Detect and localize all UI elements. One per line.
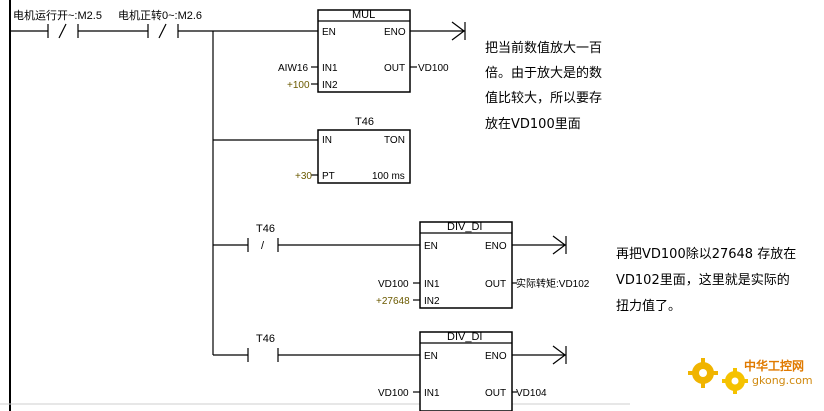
mul-in1-value: AIW16 xyxy=(278,63,308,74)
svg-text:再把VD100除以27648 存放在: 再把VD100除以27648 存放在 xyxy=(616,247,796,262)
mul-in2-value: +100 xyxy=(287,80,310,91)
div2-in1-value: VD100 xyxy=(378,388,409,399)
watermark-site: gkong.com xyxy=(752,374,813,387)
nc-slash: / xyxy=(261,240,265,252)
mul-out-value: VD100 xyxy=(418,63,449,74)
div1-eno: ENO xyxy=(485,241,507,252)
div1-out-value: 实际转矩:VD102 xyxy=(516,277,590,290)
timer-name: T46 xyxy=(355,116,374,128)
svg-text:扭力值了。: 扭力值了。 xyxy=(616,298,681,314)
note-mul: 把当前数值放大一百 倍。由于放大是的数 值比较大，所以要存 放在VD100里面 xyxy=(485,40,602,132)
timer-pt: PT xyxy=(322,171,335,182)
ton-timer-block[interactable]: IN TON PT 100 ms xyxy=(317,129,411,184)
svg-text:VD102里面，这里就是实际的: VD102里面，这里就是实际的 xyxy=(616,272,790,288)
div2-en: EN xyxy=(424,351,438,362)
mul-block[interactable]: MUL EN ENO IN1 OUT IN2 xyxy=(317,9,411,93)
note-div: 再把VD100除以27648 存放在 VD102里面，这里就是实际的 扭力值了。 xyxy=(616,247,796,314)
div1-title: DIV_DI xyxy=(447,221,482,233)
div2-in1: IN1 xyxy=(424,388,440,399)
gkong-watermark: 中华工控网 gkong.com xyxy=(688,358,813,394)
contact-m26[interactable] xyxy=(147,23,179,39)
div1-in1: IN1 xyxy=(424,279,440,290)
timer-type: TON xyxy=(384,135,405,146)
div1-in2: IN2 xyxy=(424,296,440,307)
mul-in1: IN1 xyxy=(322,63,338,74)
rung3-contact-label: T46 xyxy=(256,223,275,235)
div1-eno-arrow-icon xyxy=(552,235,567,255)
div-di-block-1[interactable]: DIV_DI EN ENO IN1 OUT IN2 xyxy=(419,221,513,309)
div1-in2-value: +27648 xyxy=(376,296,410,307)
svg-text:值比较大，所以要存: 值比较大，所以要存 xyxy=(485,90,602,106)
div1-out: OUT xyxy=(485,279,506,290)
contact-t46-nc[interactable]: / xyxy=(213,238,279,252)
div2-eno-arrow-icon xyxy=(552,345,567,365)
contact-t46-no[interactable] xyxy=(213,348,279,362)
div2-eno: ENO xyxy=(485,351,507,362)
div2-out-value: VD104 xyxy=(516,388,547,399)
svg-text:放在VD100里面: 放在VD100里面 xyxy=(485,117,581,132)
gear-icon xyxy=(688,358,718,388)
timer-pt-value: +30 xyxy=(295,171,312,182)
contact-m25[interactable] xyxy=(10,23,148,39)
div1-en: EN xyxy=(424,241,438,252)
div-di-block-2[interactable]: DIV_DI EN ENO IN1 OUT xyxy=(419,331,513,411)
contact-label-m25: 电机运行开~:M2.5 xyxy=(13,8,102,22)
mul-title: MUL xyxy=(352,9,375,21)
div2-out: OUT xyxy=(485,388,506,399)
svg-text:倍。由于放大是的数: 倍。由于放大是的数 xyxy=(485,65,602,81)
mul-eno-arrow-icon xyxy=(451,21,466,41)
svg-text:把当前数值放大一百: 把当前数值放大一百 xyxy=(485,40,602,56)
div1-in1-value: VD100 xyxy=(378,279,409,290)
watermark-brand: 中华工控网 xyxy=(744,358,804,373)
rung4-contact-label: T46 xyxy=(256,333,275,345)
gear-icon-small xyxy=(722,368,748,394)
mul-out: OUT xyxy=(384,63,405,74)
contact-label-m26: 电机正转0~:M2.6 xyxy=(118,8,202,22)
timer-in: IN xyxy=(322,135,332,146)
mul-eno: ENO xyxy=(384,27,406,38)
mul-en: EN xyxy=(322,27,336,38)
mul-in2: IN2 xyxy=(322,80,338,91)
timer-resolution: 100 ms xyxy=(372,171,405,182)
div2-title: DIV_DI xyxy=(447,331,482,343)
